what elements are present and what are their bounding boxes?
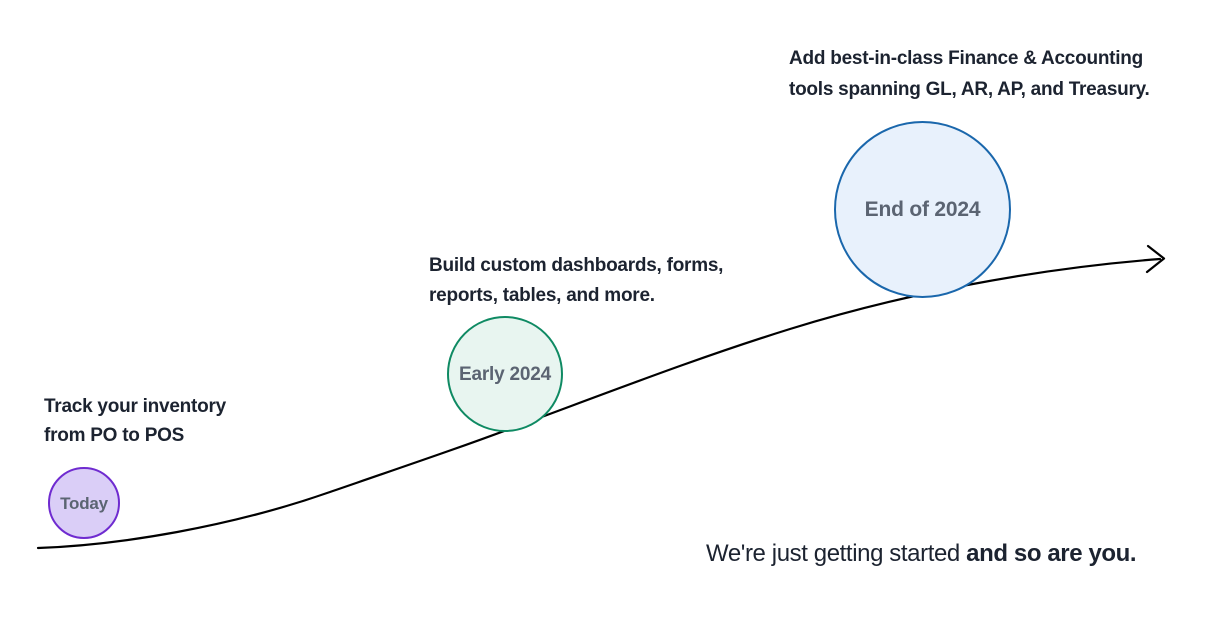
annotation-today: Track your inventory from PO to POS [44,392,226,450]
milestone-end-2024[interactable]: End of 2024 [834,121,1011,298]
annotation-end-2024: Add best-in-class Finance & Accounting t… [789,43,1150,105]
annotation-early-2024-line1: Build custom dashboards, forms, [429,255,724,276]
annotation-today-line1: Track your inventory [44,396,226,417]
annotation-early-2024: Build custom dashboards, forms, reports,… [429,251,723,311]
annotation-today-line2: from PO to POS [44,425,185,446]
tagline: We're just getting started and so are yo… [706,538,1137,570]
milestone-today-label: Today [60,493,108,513]
annotation-end-2024-line2: tools spanning GL, AR, AP, and Treasury. [789,79,1150,100]
annotation-end-2024-line1: Add best-in-class Finance & Accounting [789,48,1144,69]
tagline-lead: We're just getting started [706,540,967,567]
tagline-emphasis: and so are you. [966,540,1137,567]
annotation-early-2024-line2: reports, tables, and more. [429,285,655,306]
arrowhead-icon [1145,244,1166,274]
milestone-early-2024-label: Early 2024 [458,363,552,385]
milestone-early-2024[interactable]: Early 2024 [447,316,563,432]
milestone-today[interactable]: Today [48,467,120,539]
milestone-end-2024-label: End of 2024 [864,198,981,221]
